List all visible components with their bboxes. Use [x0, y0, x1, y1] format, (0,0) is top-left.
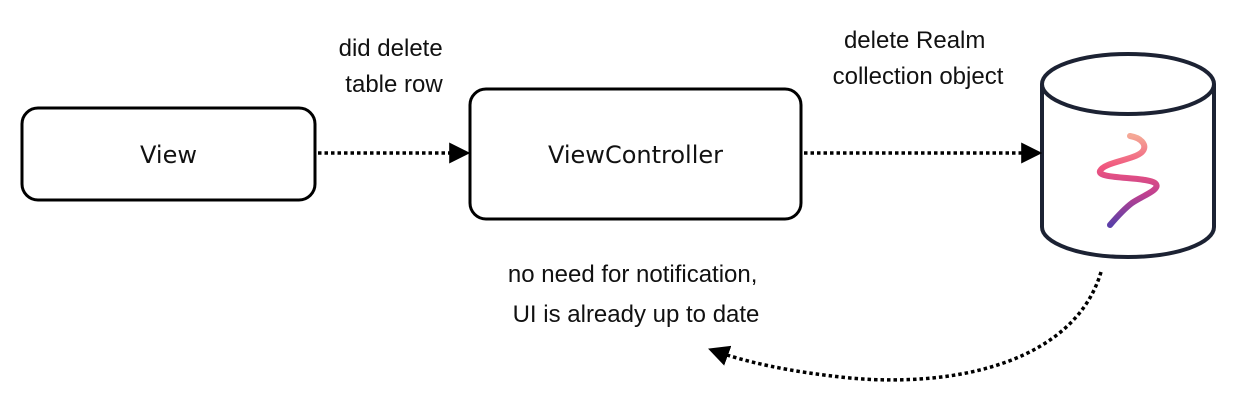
edge-database-feedback: no need for notification, UI is already … — [508, 261, 1103, 382]
database-node — [1040, 52, 1216, 259]
realm-logo-icon — [1096, 133, 1160, 228]
edge-label-database-feedback: no need for notification, UI is already … — [508, 261, 764, 328]
view-box — [20, 106, 317, 202]
edge-controller-to-database: delete Realm collection object — [804, 27, 1043, 164]
edge-label-line: collection object — [833, 63, 1004, 90]
edge-view-to-controller: did delete table row — [318, 35, 471, 164]
edge-label-controller-to-database: delete Realm collection object — [833, 27, 1004, 90]
edge-label-line: delete Realm — [844, 27, 985, 54]
edge-label-line: table row — [345, 71, 443, 98]
dotted-curved-arrow — [708, 271, 1103, 382]
edge-label-line: no need for notification, — [508, 261, 758, 288]
database-cylinder-body — [1040, 84, 1216, 259]
edge-label-line: did delete — [339, 35, 443, 62]
view-label: View — [140, 141, 197, 169]
view-controller-label: ViewController — [548, 141, 723, 169]
database-cylinder-top — [1040, 52, 1216, 116]
edge-label-view-to-controller: did delete table row — [339, 35, 450, 98]
view-controller-node: ViewController — [468, 87, 803, 221]
view-node: View — [20, 106, 317, 202]
edge-label-line: UI is already up to date — [513, 301, 760, 328]
